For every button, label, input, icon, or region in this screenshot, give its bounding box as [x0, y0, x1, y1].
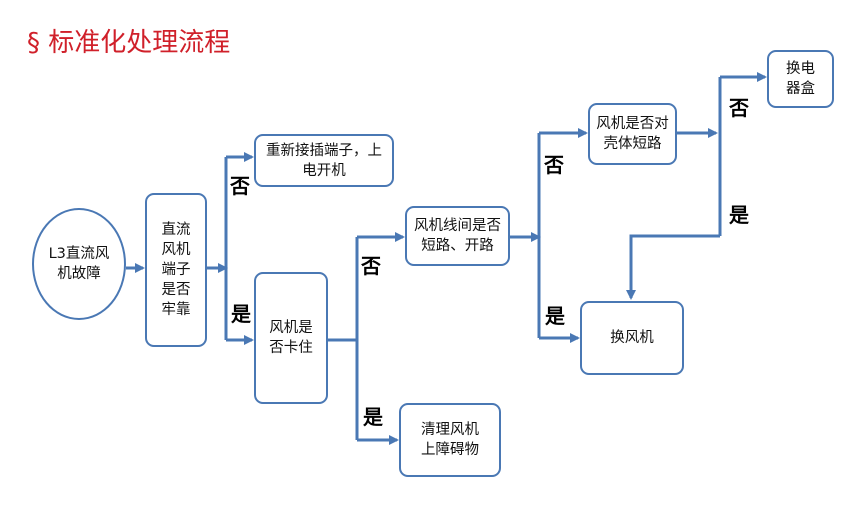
node-shell-short-label: 风机是否对壳体短路	[596, 116, 669, 152]
node-shell-short: 风机是否对壳体短路	[588, 103, 677, 165]
branch-label-no-3: 否	[544, 153, 564, 177]
node-connector-check: 直流风机端子是否牢靠	[145, 193, 207, 347]
node-clean-label: 清理风机上障碍物	[421, 422, 479, 458]
node-wire-short: 风机线间是否短路、开路	[405, 206, 510, 266]
node-replace-box-label: 换电器盒	[786, 61, 815, 97]
node-replace-fan: 换风机	[580, 301, 684, 375]
node-replug-label: 重新接插端子，上电开机	[266, 142, 382, 179]
branch-label-yes-3: 是	[545, 304, 565, 328]
branch-label-no-2: 否	[361, 254, 381, 278]
branch-label-yes-1: 是	[231, 302, 251, 326]
branch-label-no-4: 否	[729, 96, 749, 120]
branch-label-no-1: 否	[230, 174, 250, 198]
node-replug: 重新接插端子，上电开机	[254, 134, 394, 187]
page-title: § 标准化处理流程	[27, 28, 231, 58]
node-wire-short-label: 风机线间是否短路、开路	[414, 218, 501, 254]
node-fan-stuck-label: 风机是否卡住	[269, 320, 313, 356]
node-start-label: L3直流风机故障	[48, 246, 110, 282]
arrow-yes-down-to-fan	[626, 234, 720, 300]
node-clean: 清理风机上障碍物	[399, 403, 501, 477]
node-replace-box: 换电器盒	[767, 50, 834, 108]
branch-label-yes-4: 是	[729, 203, 749, 227]
node-connector-check-label: 直流风机端子是否牢靠	[161, 222, 191, 318]
node-replace-fan-label: 换风机	[610, 330, 654, 346]
branch-label-yes-2: 是	[363, 405, 383, 429]
node-fan-stuck: 风机是否卡住	[254, 272, 328, 404]
node-start: L3直流风机故障	[32, 208, 126, 320]
